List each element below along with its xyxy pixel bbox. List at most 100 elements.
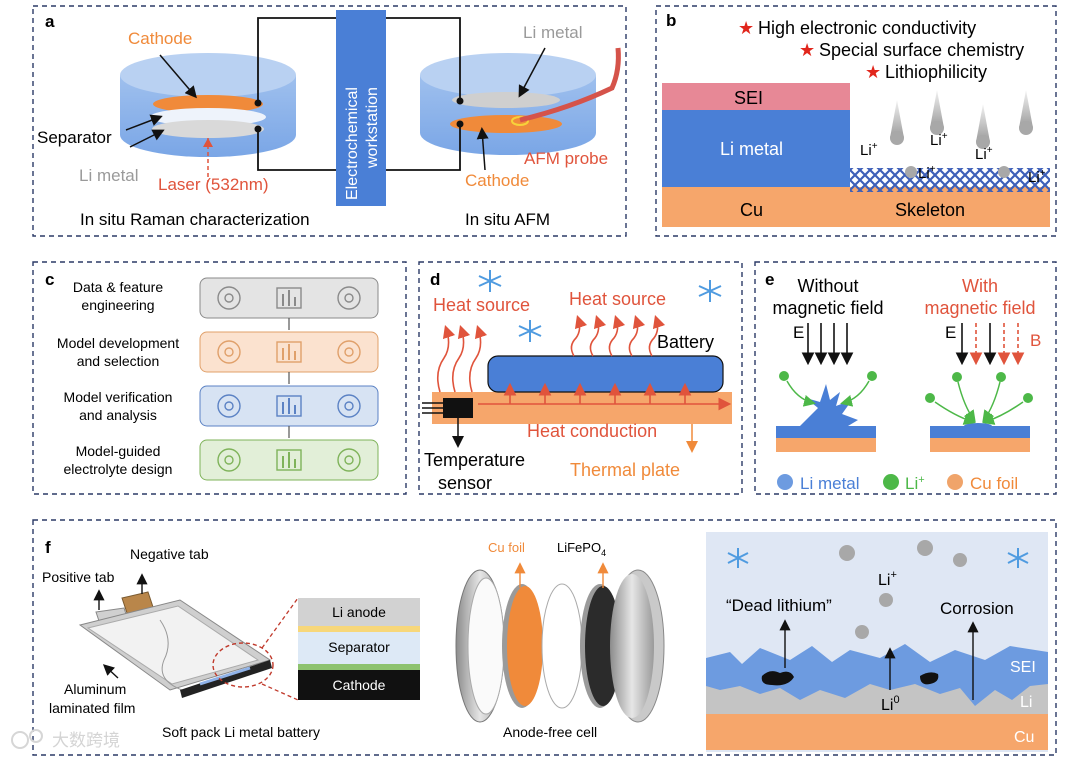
anode-free-cell [455,569,665,723]
panel-d: d Heat [418,261,743,495]
b-field-label: B [1030,331,1041,350]
soft-pack-caption: Soft pack Li metal battery [162,724,320,740]
step-2-line-2: and selection [77,353,160,369]
corrosion-schematic [706,532,1048,752]
li-metal-label-left: Li metal [79,166,139,185]
wire [257,17,336,103]
heat-source-label-2: Heat source [569,289,666,309]
step-3-line-1: Model verification [64,389,173,405]
feature-1: High electronic conductivity [758,18,976,38]
feature-3: Lithiophilicity [885,62,987,82]
legend-li-ion-marker [883,474,899,490]
cu-substrate [706,714,1048,750]
heat-conduction-label: Heat conduction [527,421,657,441]
gear-icon [217,340,241,364]
with-label-2: magnetic field [924,298,1035,318]
panel-e-frame [754,261,1057,495]
step-4-line-2: electrolyte design [64,461,173,477]
beaker-icon [217,448,241,472]
step-1-line-2: engineering [81,297,154,313]
step-1-line-1: Data & feature [73,279,163,295]
panel-c-letter: c [45,270,54,289]
battery-label: Battery [657,332,714,352]
watermark: 大数跨境 [11,729,120,750]
temperature-sensor-label-2: sensor [438,473,492,493]
afm-probe-label: AFM probe [524,149,608,168]
temperature-sensor-label-1: Temperature [424,450,525,470]
li-label-f: Li [1020,694,1032,711]
legend-li-ion: Li+ [905,474,925,493]
workstation-label-2: workstation [364,87,381,169]
dead-lithium-label: “Dead lithium” [726,596,832,615]
with-label-1: With [962,276,998,296]
panel-a: a Cathode Separator Li metal Laser (532n… [32,5,627,237]
li-ion-label: Li+ [975,145,993,163]
gear-icon [337,340,361,364]
afm-probe [519,47,621,123]
legend-li-metal-marker [777,474,793,490]
panel-f-frame [32,519,1057,756]
legend-cu-foil: Cu foil [970,474,1018,493]
panel-f: f Negative tab Positive tab Aluminum lam… [32,519,1057,756]
watermark-text: 大数跨境 [52,731,120,750]
bar-chart-icon [217,394,241,418]
sei-layer [662,83,850,110]
li-plus-label: Li+ [878,569,897,589]
panel-e: e Without magnetic field With magnetic f… [754,261,1057,495]
legend-li-metal: Li metal [800,474,860,493]
snowflake-icon [727,548,1029,568]
raman-cell [120,17,336,182]
panel-d-frame [418,261,743,495]
heat-source-label-1: Heat source [433,295,530,315]
legend-cu-foil-marker [947,474,963,490]
panel-a-frame [32,5,627,237]
sei-label: SEI [734,88,763,108]
star-icon: ★ [865,62,881,82]
aluminum-label-2: laminated film [49,700,135,716]
aluminum-label-1: Aluminum [64,681,126,697]
panel-b-frame [655,5,1057,237]
cu-label-f: Cu [1014,729,1034,746]
lifepo4-label: LiFePO4 [557,540,606,558]
panel-b: b ★ High electronic conductivity ★ Speci… [655,5,1057,237]
layer-cathode: Cathode [333,677,386,693]
e-field-label: E [945,323,956,342]
cloud-icon [217,286,241,310]
bar-chart-icon [276,287,302,309]
workstation-label-1: Electrochemical [344,87,361,200]
without-label-1: Without [797,276,858,296]
afm-cell [386,17,621,171]
li-ion-label: Li+ [930,131,948,149]
electrochemical-workstation [336,10,386,206]
cathode-label-left: Cathode [128,29,192,48]
test-tubes-icon [276,449,302,471]
laser-label: Laser (532nm) [158,175,269,194]
snowflake-icon [478,270,722,342]
feature-2: Special surface chemistry [819,40,1024,60]
database-icon [337,286,361,310]
dead-lithium-blob [761,671,794,686]
star-icon: ★ [799,40,815,60]
caption-afm: In situ AFM [465,210,550,229]
panel-a-letter: a [45,12,55,31]
thermal-plate [432,392,732,424]
layer-separator: Separator [328,639,390,655]
star-icon: ★ [738,18,754,38]
panel-c: c Data & feature engineering Model devel… [32,261,407,495]
panel-f-letter: f [45,538,51,557]
cathode-layer [298,670,420,700]
li-ion-label: Li+ [1028,168,1046,186]
panel-e-letter: e [765,270,774,289]
li-metal-disk [152,120,264,138]
li-metal-label: Li metal [720,139,783,159]
li-ion-label: Li+ [860,141,878,159]
dendrite [800,384,858,426]
e-field-arrows [801,323,854,366]
li-metal-label-right: Li metal [523,23,583,42]
positive-tab-label: Positive tab [42,569,115,585]
separator-layer [298,632,420,664]
sei-label-f: SEI [1010,659,1036,676]
li-anode-layer [298,598,420,626]
caption-raman: In situ Raman characterization [80,210,310,229]
